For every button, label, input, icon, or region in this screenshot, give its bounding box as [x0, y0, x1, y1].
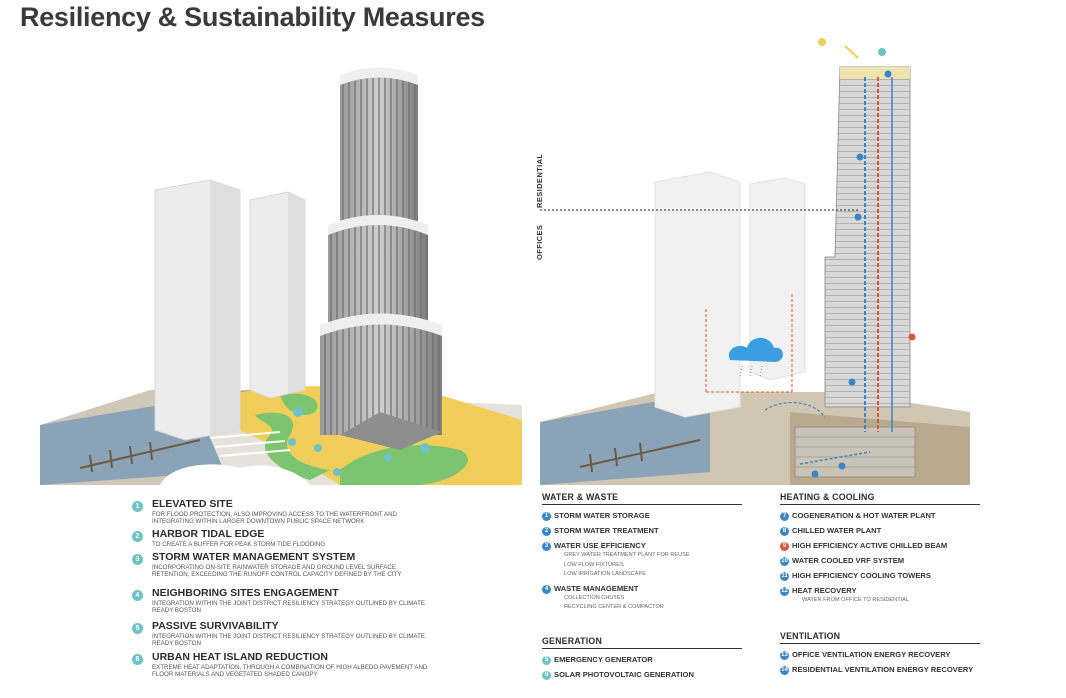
legend-sub-item: LOW IRRIGATION LANDSCAPE [564, 571, 646, 578]
legend-item-label: HIGH EFFICIENCY ACTIVE CHILLED BEAM [792, 541, 948, 550]
marker-badge: 6 [132, 654, 143, 665]
legend-item: 10 WATER COOLED VRF SYSTEM [780, 555, 980, 570]
marker-badge: 4 [132, 590, 143, 601]
legend-item-label: STORM WATER TREATMENT [554, 526, 659, 535]
legend-item: 6 SOLAR PHOTOVOLTAIC GENERATION [542, 669, 742, 684]
section-heading: WATER & WASTE [542, 492, 742, 505]
residential-zone-label: RESIDENTIAL [535, 153, 544, 208]
legend-item-desc: FOR FLOOD PROTECTION, ALSO IMPROVING ACC… [152, 511, 398, 526]
marker-badge: 8 [780, 527, 789, 536]
offices-zone-label: OFFICES [535, 224, 544, 260]
marker-badge: 1 [132, 501, 143, 512]
section-heading: GENERATION [542, 636, 742, 649]
legend-item-desc: INTEGRATION WITHIN THE JOINT DISTRICT RE… [152, 600, 425, 615]
heating-cooling-section: HEATING & COOLING 7 COGENERATION & HOT W… [780, 492, 980, 606]
legend-item-title: NEIGHBORING SITES ENGAGEMENT [152, 587, 339, 599]
legend-item: 2 STORM WATER TREATMENT [542, 525, 742, 540]
legend-item-label: HEAT RECOVERY [792, 586, 857, 595]
marker-badge: 5 [132, 623, 143, 634]
marker-badge: 7 [780, 512, 789, 521]
legend-item: 13 OFFICE VENTILATION ENERGY RECOVERY [780, 649, 980, 664]
marker-badge: 4 [542, 584, 551, 594]
marker-badge: 3 [542, 542, 551, 551]
legend-item: 5 EMERGENCY GENERATOR [542, 654, 742, 669]
legend-item-title: HARBOR TIDAL EDGE [152, 528, 265, 540]
legend-item-label: HIGH EFFICIENCY COOLING TOWERS [792, 571, 931, 580]
legend-sub-item: RECYCLING CENTER & COMPACTOR [564, 604, 664, 611]
ventilation-section: VENTILATION 13 OFFICE VENTILATION ENERGY… [780, 631, 980, 679]
legend-item-label: OFFICE VENTILATION ENERGY RECOVERY [792, 650, 951, 659]
site-axonometric-illustration [40, 40, 522, 485]
marker-badge: 6 [542, 671, 551, 680]
legend-sub-item: COLLECTION CHUTES [564, 594, 625, 601]
legend-item-label: WATER USE EFFICIENCY [554, 541, 646, 550]
legend-sub-item: GREY WATER TREATMENT PLANT FOR REUSE [564, 552, 690, 558]
legend-item: 14 RESIDENTIAL VENTILATION ENERGY RECOVE… [780, 664, 980, 679]
legend-sub-item: WATER FROM OFFICE TO RESIDENTIAL [802, 597, 910, 603]
legend-item-label: EMERGENCY GENERATOR [554, 655, 653, 664]
legend-item-label: RESIDENTIAL VENTILATION ENERGY RECOVERY [792, 665, 974, 674]
legend-item-title: URBAN HEAT ISLAND REDUCTION [152, 651, 328, 663]
legend-item: 9 HIGH EFFICIENCY ACTIVE CHILLED BEAM [780, 540, 980, 555]
marker-badge: 9 [780, 542, 789, 551]
building-section-illustration: RESIDENTIAL OFFICES [535, 32, 970, 485]
legend-item-desc: EXTREME HEAT ADAPTATION, THROUGH A COMBI… [152, 664, 428, 679]
legend-item: 4 WASTE MANAGEMENT [542, 583, 742, 598]
page-title: Resiliency & Sustainability Measures [20, 2, 485, 32]
legend-item-desc: INCORPORATING ON-SITE RAINWATER STORAGE … [152, 564, 402, 579]
marker-badge: 3 [132, 554, 143, 565]
legend-item-label: WATER COOLED VRF SYSTEM [792, 556, 905, 565]
legend-item: 7 COGENERATION & HOT WATER PLANT [780, 510, 980, 525]
legend-item: 12 HEAT RECOVERY [780, 585, 980, 600]
legend-item-desc: INTEGRATION WITHIN THE JOINT DISTRICT RE… [152, 633, 425, 648]
legend-item-title: ELEVATED SITE [152, 498, 233, 510]
generation-section: GENERATION 5 EMERGENCY GENERATOR 6 SOLAR… [542, 636, 742, 684]
marker-badge: 2 [132, 531, 143, 542]
legend-item: 3 WATER USE EFFICIENCY [542, 540, 742, 555]
marker-badge: 2 [542, 527, 551, 536]
section-heading: VENTILATION [780, 631, 980, 644]
marker-badge: 11 [780, 572, 789, 581]
legend-item: 1 STORM WATER STORAGE [542, 510, 742, 525]
marker-badge: 12 [780, 587, 789, 596]
legend-item-label: CHILLED WATER PLANT [792, 526, 882, 535]
legend-item: 8 CHILLED WATER PLANT [780, 525, 980, 540]
legend-sub-item: LOW FLOW FIXTURES [564, 561, 624, 568]
legend-item-label: WASTE MANAGEMENT [554, 583, 639, 593]
marker-badge: 5 [542, 656, 551, 665]
legend-item-title: PASSIVE SURVIVABILITY [152, 620, 279, 632]
legend-item-title: STORM WATER MANAGEMENT SYSTEM [152, 551, 356, 563]
marker-badge: 14 [780, 666, 789, 675]
marker-badge: 13 [780, 651, 789, 660]
legend-item-label: STORM WATER STORAGE [554, 511, 650, 520]
legend-item: 11 HIGH EFFICIENCY COOLING TOWERS [780, 570, 980, 585]
marker-badge: 10 [780, 557, 789, 566]
water-waste-section: WATER & WASTE 1 STORM WATER STORAGE 2 ST… [542, 492, 742, 613]
legend-item-label: COGENERATION & HOT WATER PLANT [792, 511, 936, 520]
section-heading: HEATING & COOLING [780, 492, 980, 505]
legend-item-desc: TO CREATE A BUFFER FOR PEAK STORM TIDE F… [152, 541, 326, 548]
marker-badge: 1 [542, 512, 551, 521]
legend-item-label: SOLAR PHOTOVOLTAIC GENERATION [554, 670, 694, 679]
